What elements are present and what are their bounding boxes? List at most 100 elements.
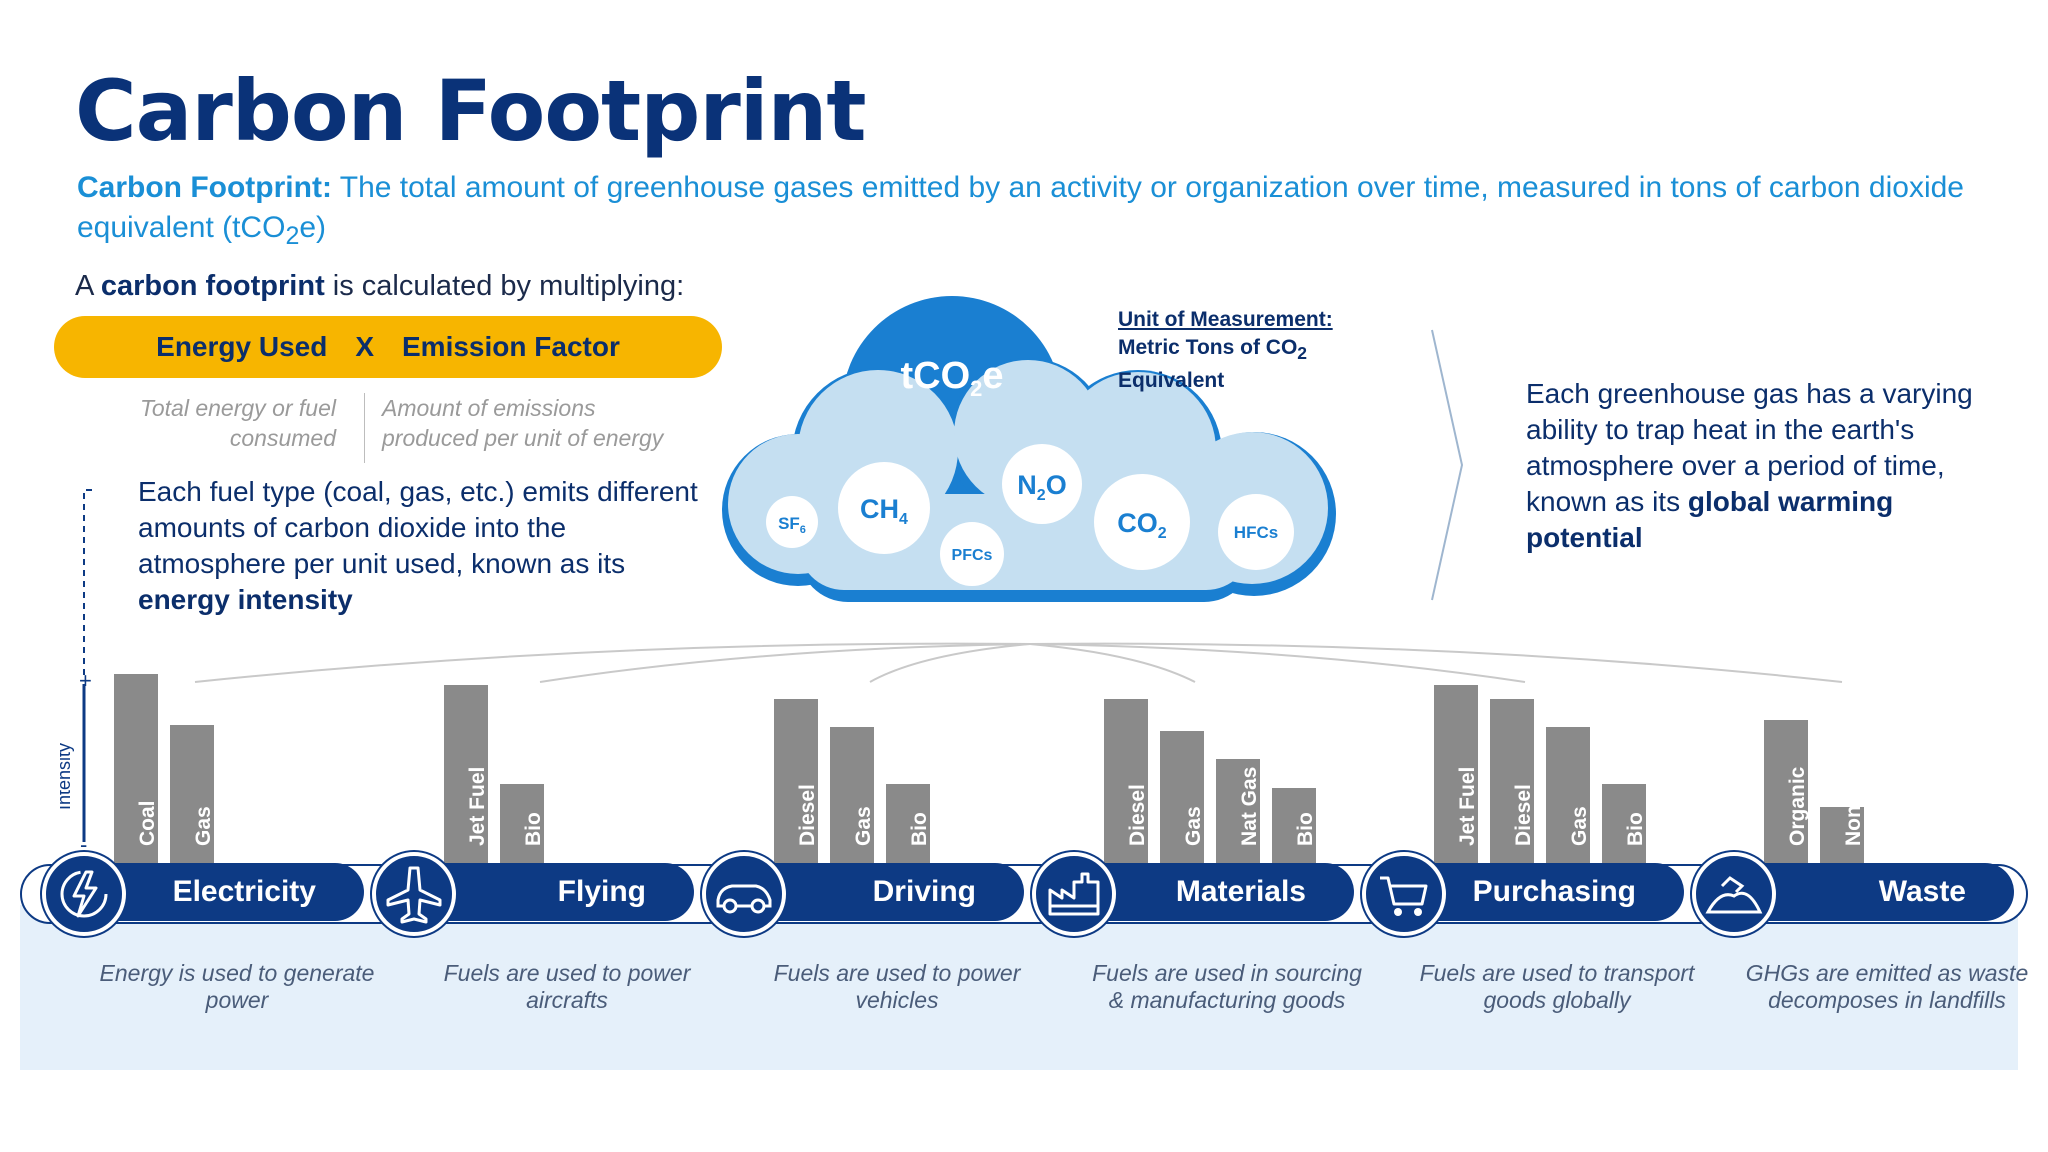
dashed-bracket bbox=[83, 489, 92, 680]
category-name: Purchasing bbox=[1472, 875, 1636, 908]
gwp-body: Each greenhouse gas has a varying abilit… bbox=[1526, 378, 1973, 517]
fuel-bar-label: Gas bbox=[1182, 806, 1205, 846]
category-name: Electricity bbox=[172, 875, 316, 908]
gas-ch4: CH4 bbox=[860, 494, 908, 528]
fuel-bar-label: Bio bbox=[1624, 812, 1647, 846]
energy-intensity-strong: energy intensity bbox=[138, 584, 353, 615]
unit-line2: Equivalent bbox=[1118, 369, 1225, 393]
note-emission-line2: produced per unit of energy bbox=[382, 425, 664, 451]
fuel-bar: Organic bbox=[1764, 720, 1809, 864]
category-name: Flying bbox=[557, 875, 646, 908]
fuel-bar: Nat Gas bbox=[1216, 759, 1261, 864]
category-band bbox=[20, 905, 2018, 1070]
fuel-bar: Bio bbox=[886, 784, 931, 864]
category-name: Waste bbox=[1878, 875, 1966, 908]
category-description: Fuels are used in sourcing & manufacturi… bbox=[1092, 960, 1362, 1013]
definition-text: The total amount of greenhouse gases emi… bbox=[77, 171, 1964, 244]
calculation-intro: A carbon footprint is calculated by mult… bbox=[75, 270, 684, 303]
gas-sf6: SF6 bbox=[778, 514, 806, 536]
calc-intro-suffix: is calculated by multiplying: bbox=[324, 270, 685, 302]
fuel-bar-label: Gas bbox=[852, 806, 875, 846]
fuel-bar: Diesel bbox=[1490, 699, 1535, 864]
category-description: Fuels are used to transport goods global… bbox=[1419, 960, 1695, 1013]
fuel-bar: Jet Fuel bbox=[444, 685, 489, 864]
category-name: Materials bbox=[1175, 875, 1306, 908]
definition-term: Carbon Footprint: bbox=[77, 171, 332, 204]
fuel-bar: Gas bbox=[170, 725, 215, 864]
note-energy-line2: consumed bbox=[229, 425, 336, 451]
category-description: Energy is used to generate power bbox=[99, 960, 375, 1013]
fuel-bar: Bio bbox=[1602, 784, 1647, 864]
intensity-minus: - bbox=[80, 832, 87, 857]
fuel-bar: Gas bbox=[830, 727, 875, 864]
note-energy-line1: Total energy or fuel bbox=[139, 395, 336, 421]
calc-intro-strong: carbon footprint bbox=[100, 270, 325, 302]
fuel-bar: Bio bbox=[1272, 788, 1317, 864]
definition-subscript: 2 bbox=[285, 222, 300, 250]
gas-co2: CO2 bbox=[1117, 508, 1167, 542]
intensity-axis: + - Intensity bbox=[60, 489, 92, 857]
airplane-icon bbox=[372, 852, 456, 936]
fuel-bar-label: Gas bbox=[1568, 806, 1591, 846]
fuel-bar-label: Bio bbox=[1294, 812, 1317, 846]
fuel-bar: Diesel bbox=[774, 699, 819, 864]
page-title: Carbon Footprint bbox=[75, 62, 866, 160]
energy-intensity-text: Each fuel type (coal, gas, etc.) emits d… bbox=[138, 474, 718, 618]
formula-note-emission: Amount of emissions produced per unit of… bbox=[382, 393, 742, 453]
chevron-right-icon bbox=[1431, 329, 1464, 601]
unit-heading: Unit of Measurement: bbox=[1118, 308, 1333, 331]
formula-note-divider bbox=[364, 393, 365, 463]
fuel-bar-label: Jet Fuel bbox=[466, 766, 489, 846]
formula-factor-emission: Emission Factor bbox=[402, 331, 620, 362]
fuel-bar-label: Nat Gas bbox=[1238, 766, 1261, 846]
formula-note-energy: Total energy or fuel consumed bbox=[60, 393, 336, 453]
gas-n2o: N2O bbox=[1017, 470, 1066, 504]
note-emission-line1: Amount of emissions bbox=[382, 395, 596, 421]
cloud-connectors bbox=[194, 642, 1843, 683]
shopping-cart-icon bbox=[1362, 852, 1446, 936]
unit-of-measurement: Unit of Measurement: Metric Tons of CO2 … bbox=[1118, 306, 1333, 395]
fuel-bar-label: Jet Fuel bbox=[1456, 766, 1479, 846]
fuel-bar-label: Organic bbox=[1786, 766, 1809, 846]
fuel-bar: Bio bbox=[500, 784, 545, 864]
unit-line1: Metric Tons of CO2 bbox=[1118, 336, 1308, 364]
fuel-bar: Coal bbox=[114, 674, 159, 864]
formula-factor-energy: Energy Used bbox=[156, 331, 328, 362]
fuel-bar-label: Coal bbox=[136, 800, 159, 846]
gas-pfcs: PFCs bbox=[952, 547, 993, 564]
intensity-label: Intensity bbox=[60, 743, 74, 810]
fuel-bar: Gas bbox=[1160, 731, 1205, 864]
formula-pill: Energy Used X Emission Factor bbox=[54, 316, 722, 378]
lightning-icon bbox=[42, 852, 126, 936]
fuel-bar: Non bbox=[1820, 805, 1865, 864]
factory-icon bbox=[1032, 852, 1116, 936]
category-description: Fuels are used to power aircrafts bbox=[443, 960, 691, 1013]
tco2e-label: tCO2e bbox=[900, 355, 1003, 401]
fuel-bar-label: Bio bbox=[908, 812, 931, 846]
landfill-icon bbox=[1692, 852, 1776, 936]
fuel-bar: Jet Fuel bbox=[1434, 685, 1479, 864]
gwp-text: Each greenhouse gas has a varying abilit… bbox=[1526, 376, 1996, 556]
definition: Carbon Footprint: The total amount of gr… bbox=[77, 168, 2017, 256]
formula-operator: X bbox=[355, 331, 374, 362]
category-name: Driving bbox=[872, 875, 976, 908]
fuel-bar-label: Diesel bbox=[1126, 784, 1149, 846]
fuel-bar-label: Non bbox=[1842, 805, 1865, 846]
calc-intro-prefix: A bbox=[75, 270, 101, 302]
ghg-cloud: tCO2e SF6 CH4 PFCs N2O CO2 HFCs bbox=[722, 296, 1336, 602]
definition-text-end: e) bbox=[299, 211, 327, 244]
energy-intensity-body: Each fuel type (coal, gas, etc.) emits d… bbox=[138, 476, 698, 579]
category-description: GHGs are emitted as waste decomposes in … bbox=[1745, 960, 2029, 1013]
fuel-bar-label: Bio bbox=[522, 812, 545, 846]
intensity-plus: + bbox=[79, 668, 92, 693]
fuel-bar-label: Gas bbox=[192, 806, 215, 846]
fuel-bar: Diesel bbox=[1104, 699, 1149, 864]
gwp-strong: global warming potential bbox=[1526, 486, 1894, 553]
gas-bubbles: SF6 CH4 PFCs N2O CO2 HFCs bbox=[766, 444, 1294, 586]
fuel-bar-label: Diesel bbox=[1512, 784, 1535, 846]
fuel-bar: Gas bbox=[1546, 727, 1591, 864]
gas-hfcs: HFCs bbox=[1234, 523, 1278, 542]
fuel-bar-label: Diesel bbox=[796, 784, 819, 846]
car-icon bbox=[702, 852, 786, 936]
category-description: Fuels are used to power vehicles bbox=[773, 960, 1021, 1013]
